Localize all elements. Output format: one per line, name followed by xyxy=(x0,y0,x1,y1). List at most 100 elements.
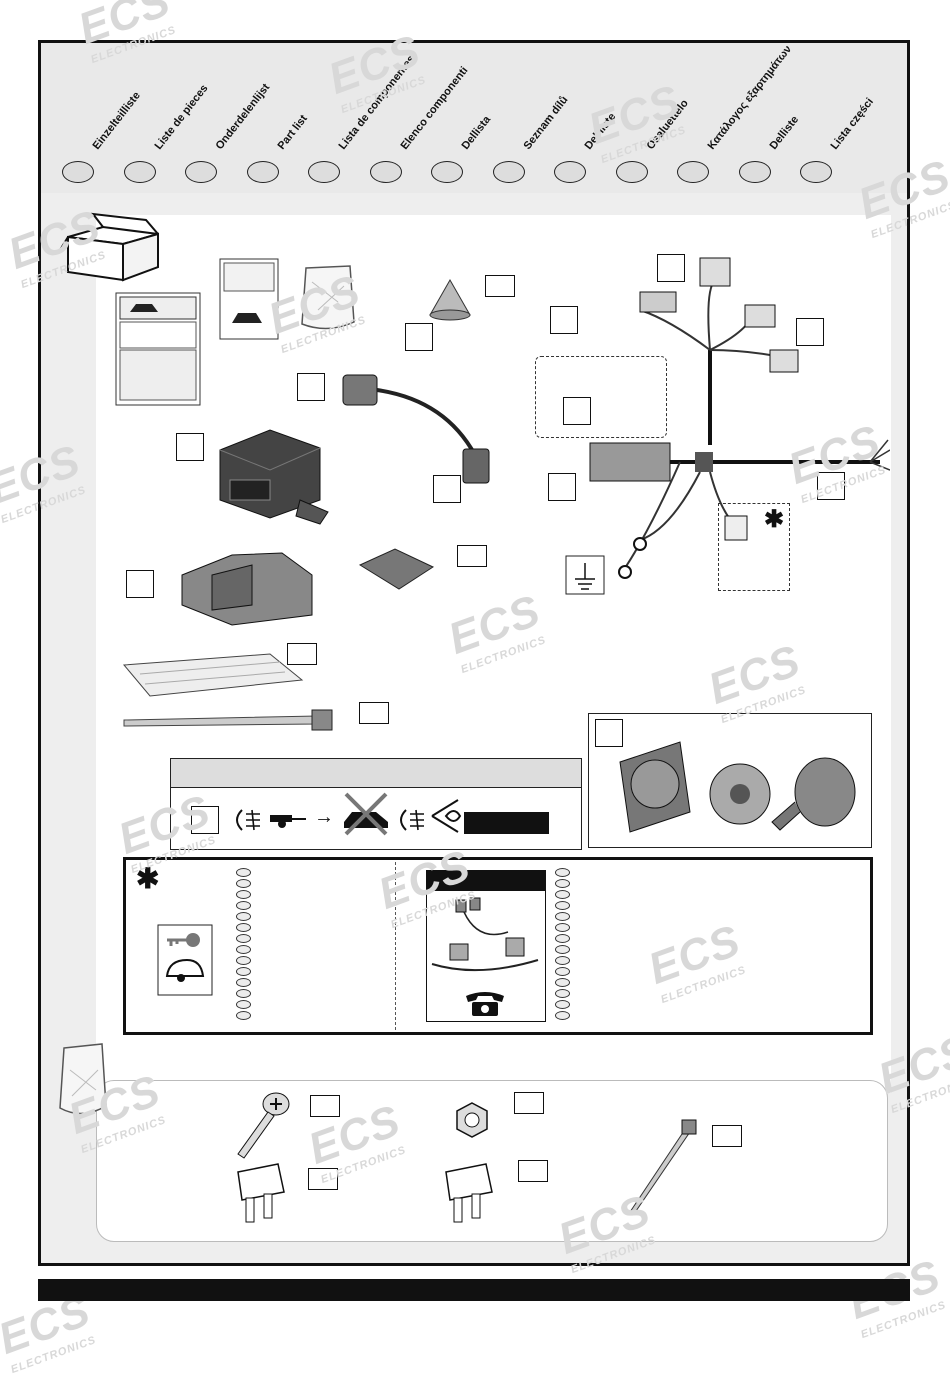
adhesive-sheet-icon xyxy=(358,548,435,590)
key-caravan-icon xyxy=(157,924,213,996)
option-oval[interactable] xyxy=(555,989,570,998)
fog-light-info-header xyxy=(171,759,581,788)
option-oval[interactable] xyxy=(236,945,251,954)
option-oval[interactable] xyxy=(555,890,570,899)
option-oval[interactable] xyxy=(555,868,570,877)
part-number-box xyxy=(485,275,515,297)
option-oval[interactable] xyxy=(236,890,251,899)
options-divider xyxy=(395,862,396,1030)
watermark-subtitle: ELECTRONICS xyxy=(859,1299,948,1342)
option-oval[interactable] xyxy=(555,934,570,943)
language-checkbox-oval[interactable] xyxy=(492,161,525,183)
wiring-harness-icon xyxy=(589,257,890,579)
trailer-socket-icon xyxy=(619,741,856,833)
optional-connector-outline xyxy=(535,356,667,438)
fuse-icon xyxy=(237,1163,285,1223)
language-checkbox-oval[interactable] xyxy=(554,161,586,183)
part-number-box xyxy=(405,323,433,351)
option-oval[interactable] xyxy=(555,879,570,888)
part-number-box xyxy=(796,318,824,346)
option-oval[interactable] xyxy=(236,1011,251,1020)
instruction-manual-icon xyxy=(115,292,201,406)
fog-lamp-icon xyxy=(236,809,260,831)
trailer-icon xyxy=(270,815,306,828)
language-checkbox-oval[interactable] xyxy=(308,161,340,183)
grommet-icon xyxy=(429,278,471,321)
part-number-box xyxy=(657,254,685,282)
part-number-box xyxy=(176,433,204,461)
box-icon xyxy=(59,212,159,282)
option-oval[interactable] xyxy=(236,956,251,965)
language-checkbox-oval[interactable] xyxy=(185,161,217,183)
language-checkbox-oval[interactable] xyxy=(123,161,156,183)
control-module-icon xyxy=(219,429,329,525)
option-oval[interactable] xyxy=(236,934,251,943)
arrow-icon: → xyxy=(314,806,334,828)
relay-info-header xyxy=(427,871,545,891)
footer-bar xyxy=(38,1279,910,1301)
language-checkbox-oval[interactable] xyxy=(62,161,94,183)
nut-icon xyxy=(456,1102,488,1138)
option-oval[interactable] xyxy=(555,923,570,932)
screw-icon xyxy=(237,1092,290,1159)
fuse-icon xyxy=(445,1163,493,1223)
part-number-box xyxy=(433,475,461,503)
black-label xyxy=(464,812,549,834)
option-oval[interactable] xyxy=(555,945,570,954)
option-oval[interactable] xyxy=(236,923,251,932)
language-checkbox-oval[interactable] xyxy=(246,161,279,183)
part-number-box xyxy=(457,545,487,567)
car-crossed-icon xyxy=(344,792,388,836)
option-oval[interactable] xyxy=(236,967,251,976)
language-checkbox-oval[interactable] xyxy=(800,161,832,183)
option-oval[interactable] xyxy=(236,879,251,888)
part-number-box xyxy=(817,472,845,500)
wiring-diagram-icon xyxy=(219,258,279,340)
part-number-box xyxy=(308,1168,338,1190)
language-checkbox-oval[interactable] xyxy=(677,161,709,183)
optional-relay-outline xyxy=(718,503,790,591)
option-oval[interactable] xyxy=(555,967,570,976)
part-number-box xyxy=(287,643,317,665)
small-cable-tie-icon xyxy=(629,1119,697,1215)
option-oval[interactable] xyxy=(236,901,251,910)
option-oval[interactable] xyxy=(555,901,570,910)
relay-wiring-icon xyxy=(431,897,539,972)
mounting-bracket-icon xyxy=(181,552,313,626)
option-oval[interactable] xyxy=(555,1011,570,1020)
part-number-box xyxy=(548,473,576,501)
option-oval[interactable] xyxy=(236,1000,251,1009)
ground-icon xyxy=(565,555,605,595)
relay-info-card xyxy=(426,870,546,1022)
adhesive-pad-icon xyxy=(122,653,304,697)
part-number-box xyxy=(514,1092,544,1114)
option-oval[interactable] xyxy=(555,1000,570,1009)
option-oval[interactable] xyxy=(236,912,251,921)
part-number-box xyxy=(595,719,623,747)
part-number-box xyxy=(563,397,591,425)
small-parts-bag-icon xyxy=(59,1043,107,1115)
bag-icon xyxy=(301,265,355,330)
bag-parts-panel xyxy=(96,1080,888,1242)
watermark-subtitle: ELECTRONICS xyxy=(9,1334,98,1376)
language-checkbox-oval[interactable] xyxy=(615,161,648,183)
part-number-box xyxy=(310,1095,340,1117)
option-oval[interactable] xyxy=(236,978,251,987)
option-oval[interactable] xyxy=(555,956,570,965)
part-number-box xyxy=(191,806,219,834)
language-checkbox-oval[interactable] xyxy=(431,161,463,183)
option-oval[interactable] xyxy=(236,989,251,998)
asterisk-marker: ✱ xyxy=(764,506,785,533)
option-oval[interactable] xyxy=(236,868,251,877)
asterisk-marker: ✱ xyxy=(136,863,160,894)
fog-lamp-icon xyxy=(400,809,424,831)
language-checkbox-oval[interactable] xyxy=(369,161,402,183)
option-oval[interactable] xyxy=(555,912,570,921)
part-number-box xyxy=(518,1160,548,1182)
language-checkbox-oval[interactable] xyxy=(738,161,771,183)
part-number-box xyxy=(712,1125,742,1147)
part-number-box xyxy=(550,306,578,334)
option-oval[interactable] xyxy=(555,978,570,987)
telephone-icon xyxy=(466,992,504,1016)
eye-icon xyxy=(431,799,462,833)
